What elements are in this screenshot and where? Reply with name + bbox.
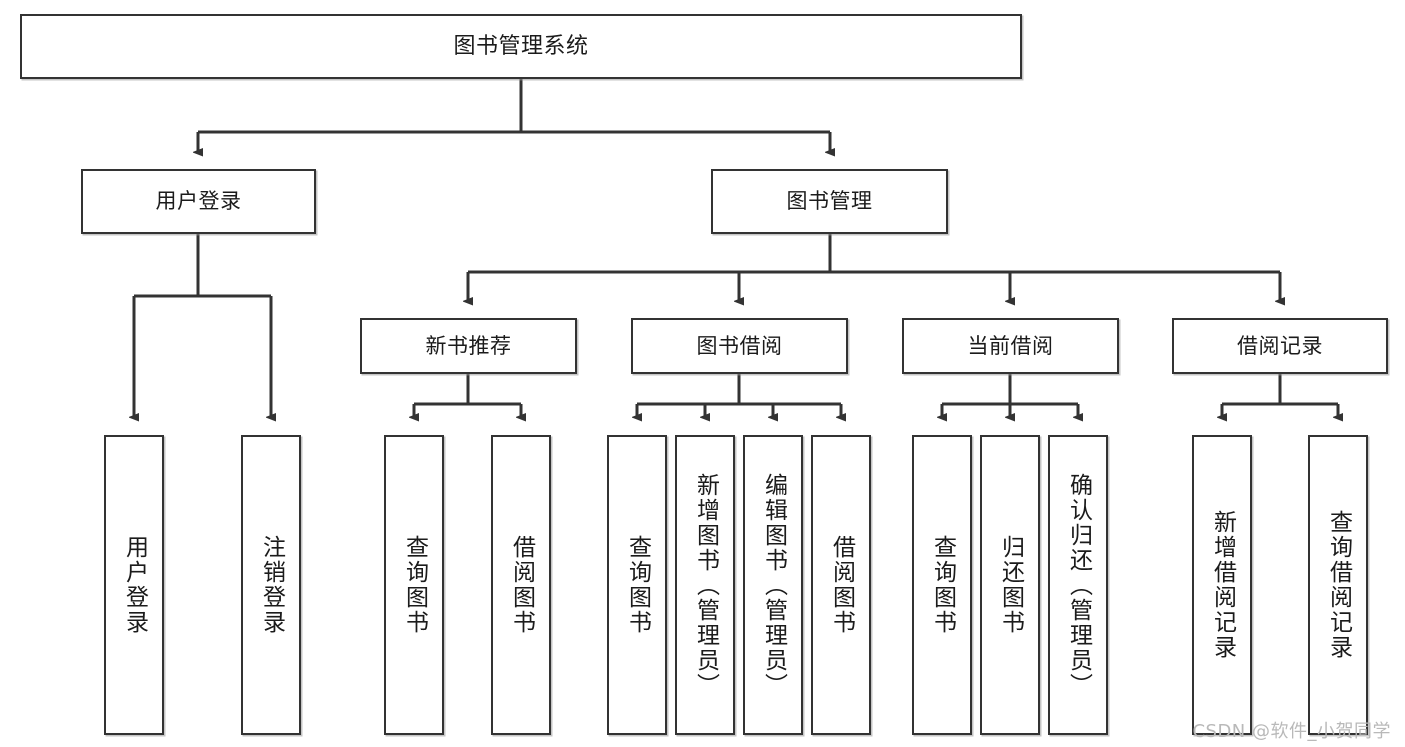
node-label: 图书管理 [786,189,873,214]
node-label: 用户登录 [121,535,148,635]
node-label: 新增借阅记录 [1209,510,1236,660]
node-label: 当前借阅 [967,333,1054,358]
leaf-bookborrow-edit-book[interactable]: 编辑图书（管理员） [743,435,803,735]
node-label: 查询图书 [401,535,428,635]
node-label: 新书推荐 [425,333,512,358]
leaf-currentborrow-confirm-return[interactable]: 确认归还（管理员） [1048,435,1108,735]
node-root-system[interactable]: 图书管理系统 [20,14,1022,79]
node-book-borrow[interactable]: 图书借阅 [631,318,848,374]
node-book-management[interactable]: 图书管理 [711,169,948,234]
node-label: 查询借阅记录 [1325,510,1352,660]
node-label: 图书管理系统 [453,33,589,59]
node-label: 编辑图书（管理员） [760,472,787,698]
leaf-newbook-query-book[interactable]: 查询图书 [384,435,444,735]
leaf-currentborrow-query-book[interactable]: 查询图书 [912,435,972,735]
leaf-bookborrow-borrow-book[interactable]: 借阅图书 [811,435,871,735]
node-label: 确认归还（管理员） [1065,472,1092,698]
node-borrow-record[interactable]: 借阅记录 [1172,318,1388,374]
node-label: 用户登录 [155,189,242,214]
leaf-user-logout[interactable]: 注销登录 [241,435,301,735]
node-label: 归还图书 [997,535,1024,635]
leaf-newbook-borrow-book[interactable]: 借阅图书 [491,435,551,735]
leaf-borrowrecord-query-record[interactable]: 查询借阅记录 [1308,435,1368,735]
node-user-login[interactable]: 用户登录 [81,169,316,234]
node-current-borrow[interactable]: 当前借阅 [902,318,1119,374]
node-label: 借阅图书 [828,535,855,635]
node-label: 借阅图书 [508,535,535,635]
leaf-user-login[interactable]: 用户登录 [104,435,164,735]
node-label: 借阅记录 [1237,333,1323,358]
leaf-borrowrecord-add-record[interactable]: 新增借阅记录 [1192,435,1252,735]
node-label: 查询图书 [624,535,651,635]
leaf-bookborrow-add-book[interactable]: 新增图书（管理员） [675,435,735,735]
leaf-currentborrow-return-book[interactable]: 归还图书 [980,435,1040,735]
node-label: 图书借阅 [696,333,783,358]
leaf-bookborrow-query-book[interactable]: 查询图书 [607,435,667,735]
node-new-book-recommend[interactable]: 新书推荐 [360,318,577,374]
node-label: 查询图书 [929,535,956,635]
node-label: 注销登录 [258,535,285,635]
csdn-watermark: CSDN @软件_小贺同学 [1192,721,1391,742]
node-label: 新增图书（管理员） [692,472,719,698]
